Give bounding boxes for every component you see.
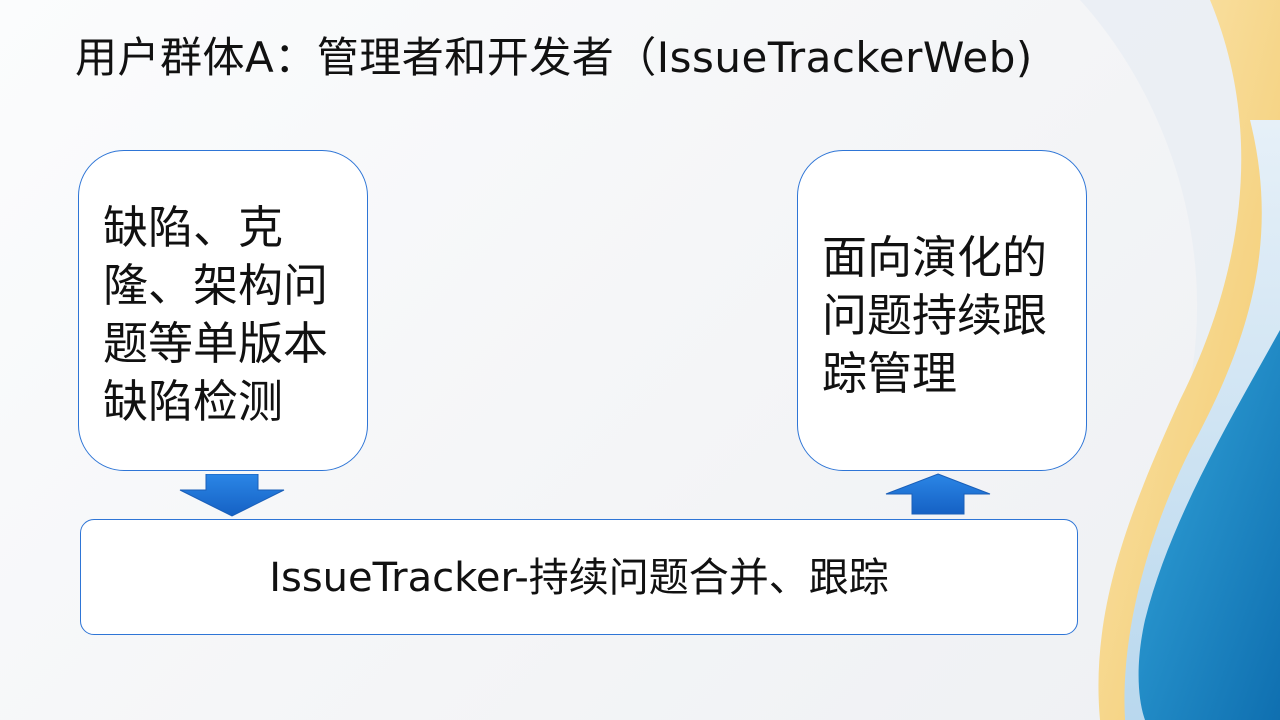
evolution-tracking-text: 面向演化的问题持续跟踪管理 xyxy=(822,231,1048,400)
slide-title: 用户群体A：管理者和开发者（IssueTrackerWeb) xyxy=(75,33,1033,82)
issuetracker-text: IssueTracker-持续问题合并、跟踪 xyxy=(269,555,889,601)
up-arrow-icon xyxy=(885,473,991,515)
single-version-detection-text: 缺陷、克隆、架构问题等单版本缺陷检测 xyxy=(103,201,329,428)
issuetracker-box: IssueTracker-持续问题合并、跟踪 xyxy=(80,519,1078,635)
down-arrow-icon xyxy=(179,474,285,517)
evolution-tracking-box: 面向演化的问题持续跟踪管理 xyxy=(797,150,1087,471)
single-version-detection-box: 缺陷、克隆、架构问题等单版本缺陷检测 xyxy=(78,150,368,471)
